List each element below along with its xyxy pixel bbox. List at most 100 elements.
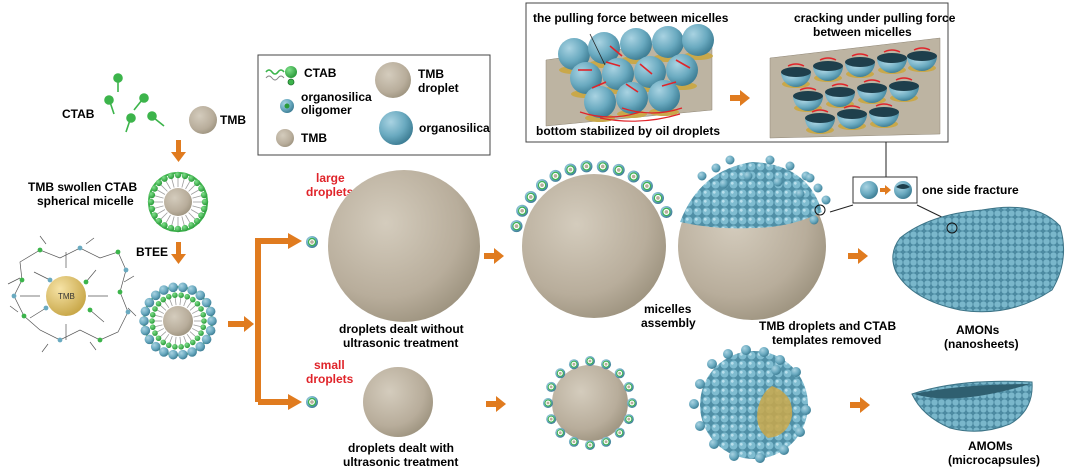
ctab-head bbox=[165, 293, 172, 300]
organosilica-particle bbox=[689, 399, 699, 409]
molecule-atom bbox=[125, 309, 131, 315]
micelle-tmb bbox=[558, 371, 562, 375]
ctab-head bbox=[200, 191, 208, 199]
molecule-atom bbox=[117, 289, 123, 295]
organosilica-particle bbox=[773, 177, 783, 187]
ctab-head bbox=[147, 198, 155, 206]
removed-label-1: TMB droplets and CTAB bbox=[759, 319, 896, 333]
ctab-head bbox=[189, 339, 196, 346]
arrow-icon bbox=[486, 396, 506, 412]
bottom-treatment-label-1: droplets dealt with bbox=[348, 441, 454, 455]
organosilica-particle bbox=[779, 445, 789, 455]
organosilica-particle bbox=[805, 173, 815, 183]
surfactant-tail bbox=[154, 314, 163, 318]
legend-organosilica: organosilica bbox=[419, 121, 490, 135]
large-droplets-label-1: large bbox=[316, 171, 345, 185]
surfactant-tail bbox=[156, 209, 166, 215]
organosilica-oligomer bbox=[139, 316, 149, 326]
micelle-tmb bbox=[631, 174, 636, 179]
crack-line bbox=[913, 47, 931, 51]
ctab-head bbox=[149, 318, 155, 324]
organosilica-particle bbox=[697, 171, 707, 181]
micelle-tmb bbox=[618, 371, 622, 375]
organosilica-oligomer-icon bbox=[280, 99, 294, 113]
surfactant-tail bbox=[189, 304, 197, 311]
organosilica-particle bbox=[725, 155, 735, 165]
surfactant-tail bbox=[183, 298, 187, 307]
amons-nanosheet bbox=[892, 206, 1065, 313]
organosilica-oligomer bbox=[178, 349, 188, 360]
molecule-atom bbox=[21, 313, 27, 319]
organosilica-particle bbox=[759, 347, 769, 357]
ctab-head bbox=[188, 222, 195, 229]
shell-opening bbox=[845, 57, 875, 67]
arrow-icon bbox=[880, 185, 891, 195]
micelle-tmb bbox=[588, 359, 592, 363]
organosilica-oligomer bbox=[140, 325, 151, 336]
surfactant-tail bbox=[191, 328, 200, 333]
legend-ctab: CTAB bbox=[304, 66, 337, 80]
arrow-icon bbox=[288, 233, 302, 410]
surfactant-tail bbox=[192, 195, 203, 199]
micelle-tmb bbox=[584, 164, 589, 169]
intact-micelles-panel bbox=[545, 24, 714, 127]
amons-label-2: (nanosheets) bbox=[944, 337, 1019, 351]
surfactant-tail bbox=[156, 189, 166, 195]
legend-tmb-droplet-1: TMB bbox=[418, 67, 444, 81]
micelle-tmb bbox=[520, 209, 524, 213]
ctab-head bbox=[149, 324, 156, 331]
legend-tmb-droplet-2: droplet bbox=[418, 81, 459, 95]
amoms-microcapsule bbox=[911, 380, 1033, 432]
organosilica-particle bbox=[695, 421, 705, 431]
surfactant-tail bbox=[190, 209, 200, 215]
ctab-head bbox=[174, 171, 182, 179]
molecule-atom bbox=[115, 249, 121, 255]
cracked-micelles-panel bbox=[769, 37, 941, 139]
organosilica-oligomer bbox=[178, 282, 188, 293]
organosilica-particle bbox=[795, 189, 805, 199]
large-tmb-droplet bbox=[328, 170, 480, 322]
shell-opening bbox=[805, 113, 835, 123]
shell-opening bbox=[825, 87, 855, 97]
molecular-structure-illustration: TMB bbox=[7, 235, 137, 353]
btee-label: BTEE bbox=[136, 245, 168, 259]
ctab-head bbox=[201, 198, 209, 206]
crack-line bbox=[851, 53, 869, 57]
surfactant-tail bbox=[169, 298, 173, 307]
ctab-head bbox=[167, 224, 175, 232]
arrow-icon bbox=[484, 248, 504, 264]
ctab-head bbox=[174, 225, 182, 233]
organosilica-particle bbox=[743, 171, 753, 181]
organosilica-oligomer bbox=[207, 316, 217, 326]
micelle-tmb bbox=[664, 210, 669, 214]
crack-line bbox=[843, 105, 861, 109]
small-droplet-with-micelles bbox=[543, 356, 637, 450]
ctab-head bbox=[152, 306, 158, 312]
molecule-atom bbox=[87, 307, 93, 313]
ctab-head bbox=[178, 344, 184, 350]
surfactant-tail bbox=[181, 216, 185, 227]
top-treatment-label-2: ultrasonic treatment bbox=[343, 336, 458, 350]
small-droplets-label-1: small bbox=[314, 358, 345, 372]
micelle-sphere bbox=[682, 24, 714, 56]
amons-label-1: AMONs bbox=[956, 323, 1000, 337]
organosilica-icon bbox=[379, 111, 413, 145]
molecule-atom bbox=[83, 279, 89, 285]
micelle-tmb bbox=[528, 195, 533, 199]
crack-line bbox=[875, 103, 893, 107]
organosilica-particle bbox=[809, 215, 819, 225]
arrow-icon bbox=[171, 242, 186, 264]
ctab-head bbox=[151, 212, 158, 219]
branch-arrows bbox=[255, 238, 290, 405]
ctab-head bbox=[155, 300, 162, 307]
ctab-head bbox=[201, 318, 207, 324]
micelle-tmb bbox=[656, 196, 660, 200]
arrow-icon bbox=[848, 248, 868, 264]
ctab-head bbox=[198, 306, 204, 312]
swollen-micelle bbox=[147, 171, 209, 233]
shell-opening bbox=[877, 53, 907, 63]
molecule-atom bbox=[37, 247, 43, 253]
organosilica-particle bbox=[719, 179, 729, 189]
shell-opening bbox=[907, 51, 937, 61]
surfactant-tail bbox=[185, 214, 191, 224]
